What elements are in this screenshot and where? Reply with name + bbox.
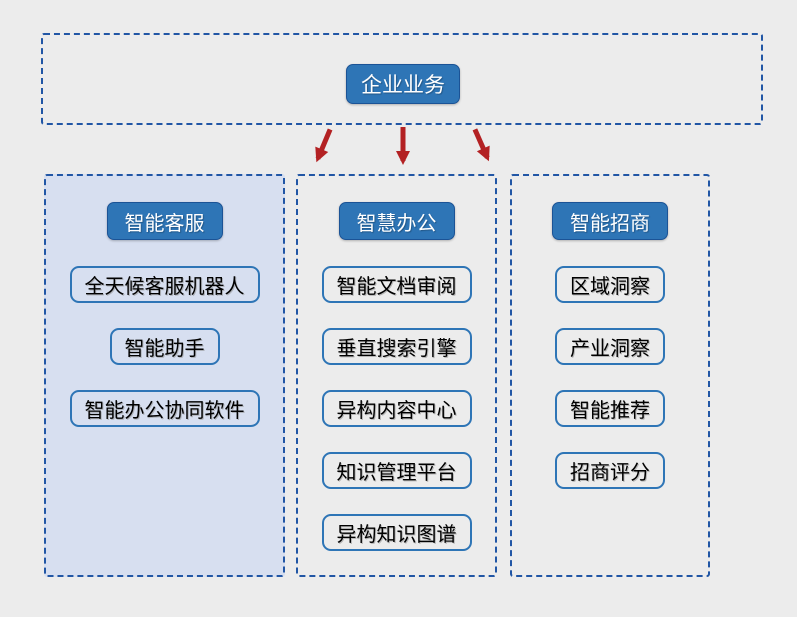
root-node: 企业业务 <box>346 64 460 104</box>
node-knowledge-platform: 知识管理平台 <box>321 452 472 489</box>
column-customer-service-header: 智能客服 <box>106 202 223 240</box>
node-investment-scoring: 招商评分 <box>555 452 665 489</box>
node-content-center: 异构内容中心 <box>321 390 472 427</box>
column-customer-service: 智能客服 全天候客服机器人 智能助手 智能办公协同软件 <box>44 174 285 577</box>
column-investment: 智能招商 区域洞察 产业洞察 智能推荐 招商评分 <box>510 174 710 577</box>
column-smart-office: 智慧办公 智能文档审阅 垂直搜索引擎 异构内容中心 知识管理平台 异构知识图谱 <box>296 174 497 577</box>
column-smart-office-header: 智慧办公 <box>338 202 455 240</box>
node-smart-recommendation: 智能推荐 <box>555 390 665 427</box>
node-office-collab-software: 智能办公协同软件 <box>69 390 260 427</box>
node-ai-assistant: 智能助手 <box>109 328 220 365</box>
node-vertical-search: 垂直搜索引擎 <box>321 328 472 365</box>
node-industry-insight: 产业洞察 <box>555 328 665 365</box>
node-24-7-service-bot: 全天候客服机器人 <box>69 266 260 303</box>
column-investment-header: 智能招商 <box>552 202 668 240</box>
node-region-insight: 区域洞察 <box>555 266 665 303</box>
arrow-down-left-icon <box>315 128 333 163</box>
root-group-frame <box>41 33 763 125</box>
node-knowledge-graph: 异构知识图谱 <box>321 514 472 551</box>
node-doc-review: 智能文档审阅 <box>321 266 472 303</box>
arrow-down-right-icon <box>472 128 490 162</box>
